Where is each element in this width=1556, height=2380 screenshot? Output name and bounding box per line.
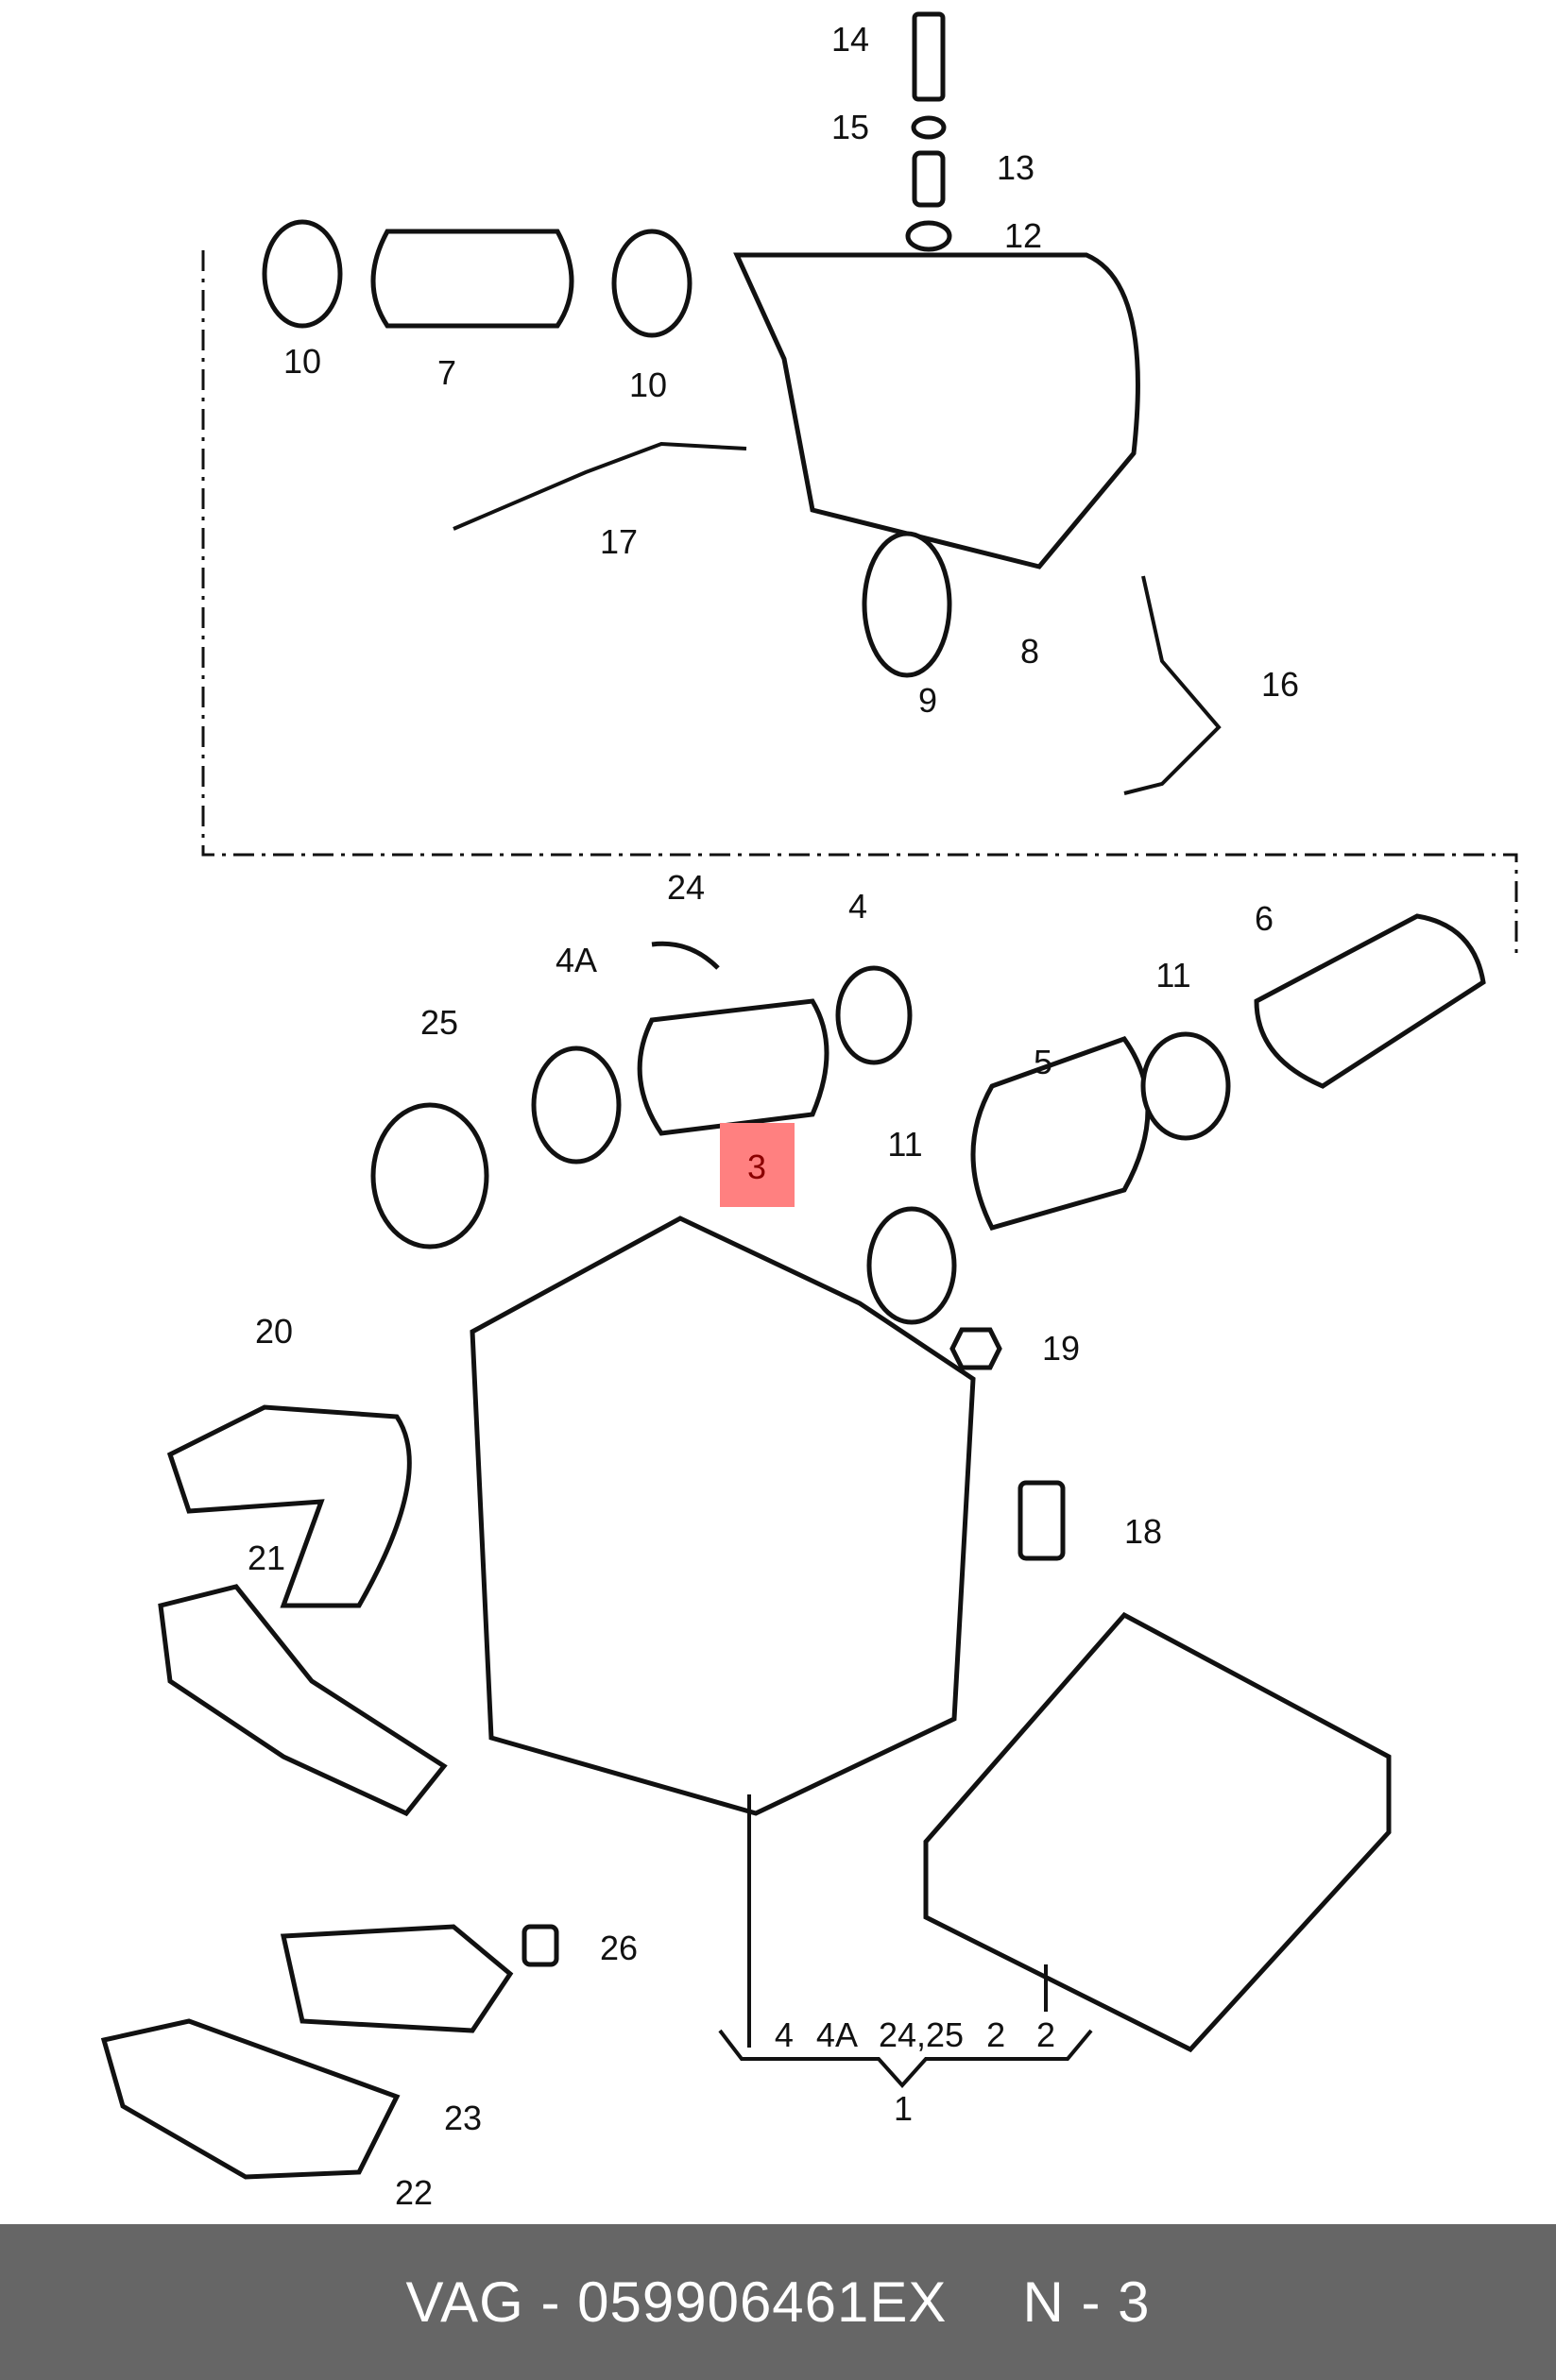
highlight-box-part-3 (720, 1123, 795, 1207)
filter-element-part-2 (923, 1611, 1392, 2053)
air-filter-housing (470, 1216, 976, 1816)
hose-part-7 (370, 229, 574, 329)
callout-15[interactable]: 15 (830, 108, 870, 146)
callout-8[interactable]: 8 (1019, 632, 1040, 671)
parts-diagram: 14 15 13 12 10 7 10 17 9 8 16 24 4 4A 6 … (100, 11, 1518, 2212)
assembly-bracket (718, 2029, 1093, 2089)
callout-13[interactable]: 13 (996, 148, 1035, 187)
seal-part-4 (835, 965, 913, 1065)
part-number: 059906461EX (577, 2270, 948, 2334)
hose-part-17 (453, 441, 747, 531)
ring-part-4A (531, 1046, 622, 1164)
callout-20[interactable]: 20 (254, 1312, 294, 1351)
callout-2[interactable]: 2 (1035, 2015, 1056, 2054)
assembly-members: 4 4A 24,25 2 (774, 2015, 1006, 2054)
intake-part-22 (100, 2018, 401, 2180)
bolt-part-14 (912, 11, 946, 102)
mount-part-18 (1017, 1480, 1066, 1561)
washer-part-15 (911, 115, 947, 140)
callout-10[interactable]: 10 (282, 342, 322, 381)
callout-4A[interactable]: 4A (555, 941, 598, 979)
connector-line (201, 250, 1518, 954)
diagram-drawing (100, 11, 1518, 2180)
clamp-part-10a (262, 219, 343, 329)
sleeve-part-25 (370, 1102, 489, 1250)
callout-6[interactable]: 6 (1254, 899, 1274, 938)
brand-label: VAG (405, 2270, 524, 2334)
hose-part-5 (970, 1036, 1151, 1231)
callout-18[interactable]: 18 (1123, 1512, 1163, 1551)
mass-air-flow-sensor-part-3 (637, 998, 829, 1136)
clamp-part-11a (1140, 1031, 1231, 1141)
callout-12[interactable]: 12 (1003, 216, 1043, 255)
callout-1[interactable]: 1 (893, 2089, 914, 2128)
footer-bar: VAG - 059906461EX N - 3 (0, 2224, 1556, 2380)
position-label: N - 3 (1022, 2270, 1151, 2334)
callout-24[interactable]: 24 (666, 868, 706, 907)
callout-16[interactable]: 16 (1260, 665, 1300, 704)
callout-22[interactable]: 22 (394, 2173, 434, 2212)
callout-17[interactable]: 17 (599, 522, 639, 561)
callout-10[interactable]: 10 (628, 366, 668, 404)
callout-11[interactable]: 11 (1155, 956, 1191, 994)
callout-14[interactable]: 14 (830, 20, 870, 59)
callout-26[interactable]: 26 (599, 1929, 639, 1967)
callout-9[interactable]: 9 (917, 681, 938, 720)
intake-part-23 (280, 1924, 514, 2033)
callout-11[interactable]: 11 (887, 1125, 923, 1164)
mount-part-26 (522, 1924, 559, 1967)
clamp-part-11b (866, 1206, 957, 1325)
hose-part-16 (1123, 575, 1222, 795)
callout-5[interactable]: 5 (1033, 1043, 1053, 1081)
callout-7[interactable]: 7 (436, 353, 457, 392)
callout-25[interactable]: 25 (419, 1003, 459, 1042)
nut-part-19 (949, 1327, 1002, 1370)
housing-upper (733, 252, 1140, 570)
callout-3[interactable]: 3 (746, 1148, 767, 1186)
grommet-part-12 (905, 220, 952, 252)
callout-4[interactable]: 4 (847, 887, 868, 926)
callout-23[interactable]: 23 (443, 2099, 483, 2137)
bushing-part-13 (912, 150, 946, 208)
callout-21[interactable]: 21 (247, 1538, 286, 1577)
bracket-part-24 (651, 941, 720, 970)
gasket-part-9 (862, 531, 952, 678)
duct-part-20 (166, 1404, 412, 1608)
callout-19[interactable]: 19 (1041, 1329, 1081, 1368)
duct-part-6 (1254, 913, 1486, 1089)
duct-part-21 (158, 1584, 448, 1817)
clamp-part-10b (611, 229, 693, 338)
separator: - (540, 2270, 561, 2334)
